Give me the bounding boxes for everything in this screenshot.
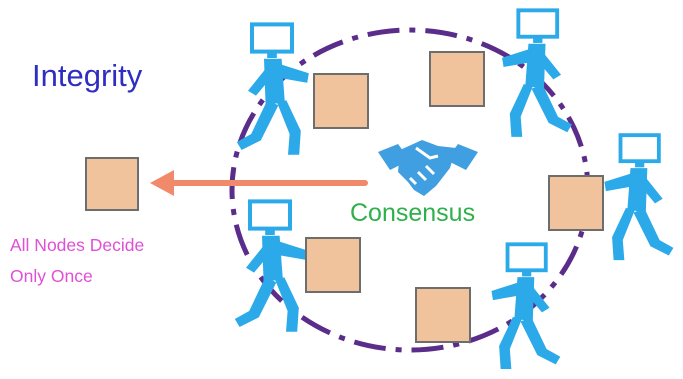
decision-caption-line2: Only Once <box>10 266 93 286</box>
decision-caption: All Nodes Decide Only Once <box>10 230 144 292</box>
person-carrying-box-icon <box>415 242 563 371</box>
person-carrying-box-icon <box>234 22 369 157</box>
consensus-label: Consensus <box>350 199 476 227</box>
decision-box-icon <box>85 157 139 211</box>
person-carrying-box-icon <box>235 201 361 331</box>
decision-caption-line1: All Nodes Decide <box>10 235 145 255</box>
diagram-title: Integrity <box>32 58 143 93</box>
decision-arrow <box>150 170 368 196</box>
person-carrying-box-icon <box>429 8 574 139</box>
handshake-icon <box>378 140 478 196</box>
person-carrying-box-icon <box>548 133 676 263</box>
